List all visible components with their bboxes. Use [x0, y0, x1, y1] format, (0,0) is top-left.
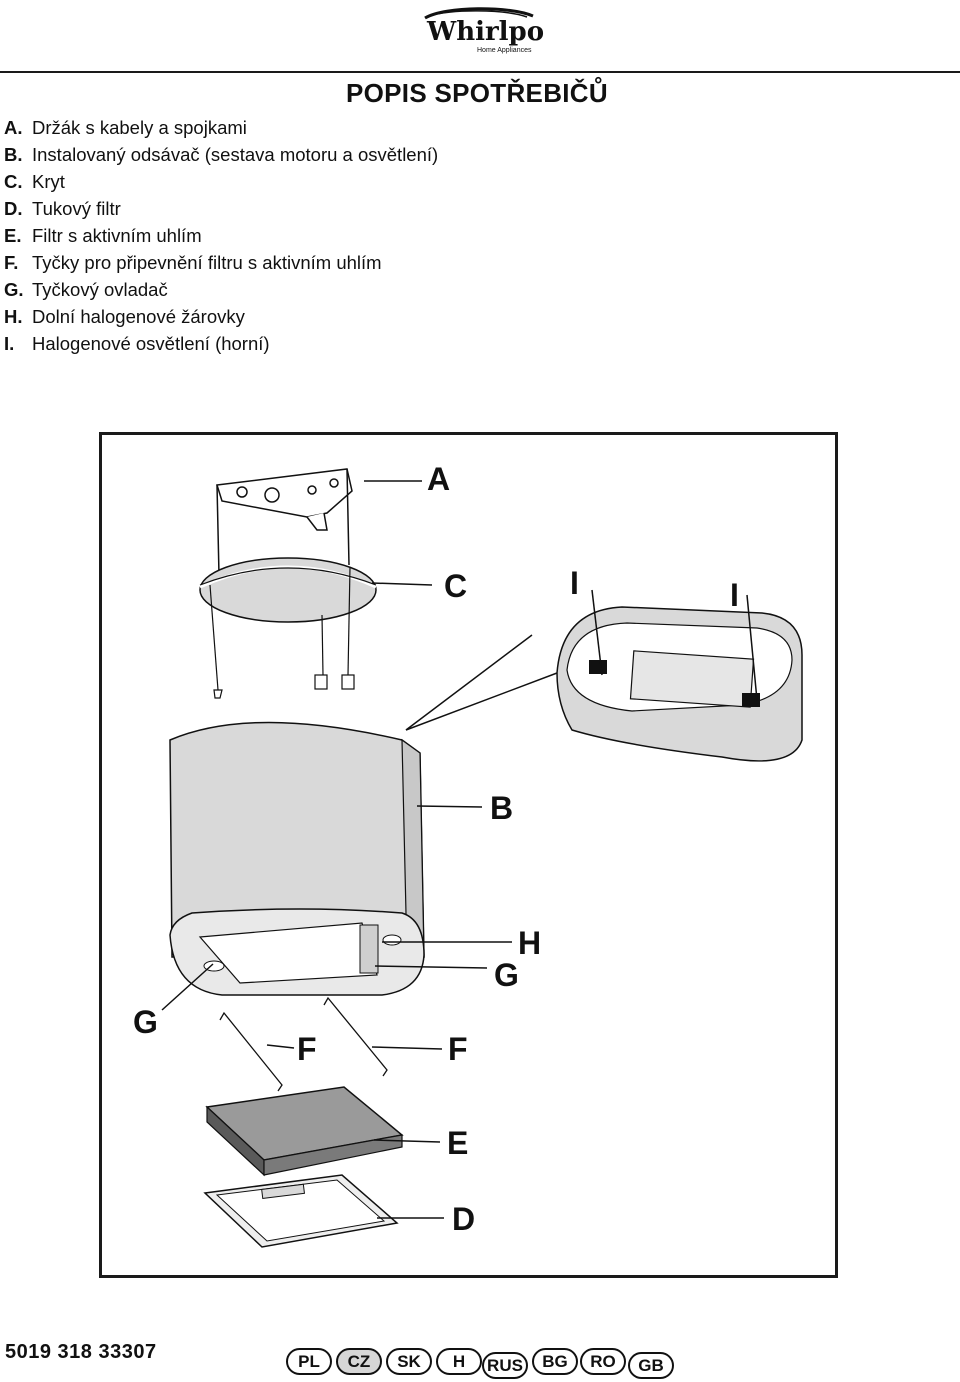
list-item: H.Dolní halogenové žárovky — [4, 306, 245, 327]
product-code: 5019 318 33307 — [5, 1341, 157, 1363]
whirlpool-logo: Whirlpool Home Appliances — [424, 7, 545, 54]
filter-rods — [219, 996, 388, 1092]
callout-c: C — [444, 568, 468, 604]
lighting-detail — [556, 589, 803, 762]
callout-d: D — [452, 1201, 476, 1237]
hood-body — [169, 721, 425, 996]
callout-b: B — [490, 790, 514, 826]
lang-pl[interactable]: PL — [286, 1348, 332, 1375]
callout-a: A — [427, 461, 451, 497]
callout-g: G — [494, 957, 519, 993]
list-item: B.Instalovaný odsávač (sestava motoru a … — [4, 144, 439, 165]
round-cover — [199, 557, 377, 623]
lang-rus[interactable]: RUS — [482, 1352, 528, 1379]
callout-f: F — [297, 1031, 317, 1067]
cables — [209, 566, 355, 699]
list-item: F.Tyčky pro připevnění filtru s aktivním… — [4, 252, 382, 273]
callout-i: I — [730, 577, 739, 613]
list-item: G.Tyčkový ovladač — [4, 279, 168, 300]
lang-sk[interactable]: SK — [386, 1348, 432, 1375]
callout-i: I — [570, 565, 579, 601]
list-item: C.Kryt — [4, 171, 65, 192]
lang-ro[interactable]: RO — [580, 1348, 626, 1375]
list-item: D.Tukový filtr — [4, 198, 121, 219]
callout-g: G — [133, 1004, 158, 1040]
list-item: E.Filtr s aktivním uhlím — [4, 225, 202, 246]
svg-text:Home Appliances: Home Appliances — [477, 47, 532, 54]
lang-bg[interactable]: BG — [532, 1348, 578, 1375]
bracket — [216, 468, 353, 576]
lang-gb[interactable]: GB — [628, 1352, 674, 1379]
callout-e: E — [447, 1125, 469, 1161]
list-item: I.Halogenové osvětlení (horní) — [4, 333, 270, 354]
callout-h: H — [518, 925, 542, 961]
parts-list: A.Držák s kabely a spojkami B.Instalovan… — [4, 114, 438, 357]
lang-cz[interactable]: CZ — [336, 1348, 382, 1375]
leader-lines — [161, 480, 512, 1219]
grease-filter — [203, 1174, 399, 1248]
lang-h[interactable]: H — [436, 1348, 482, 1375]
svg-text:Whirlpool: Whirlpool — [426, 17, 545, 47]
carbon-filter — [205, 1086, 404, 1177]
list-item: A.Držák s kabely a spojkami — [4, 117, 247, 138]
diagram-drawing — [161, 468, 803, 1248]
header-rule — [0, 71, 960, 73]
page-title: POPIS SPOTŘEBIČŮ — [346, 78, 608, 108]
exploded-diagram: A C I I B H G G F F E D — [99, 432, 838, 1278]
callout-f: F — [448, 1031, 468, 1067]
